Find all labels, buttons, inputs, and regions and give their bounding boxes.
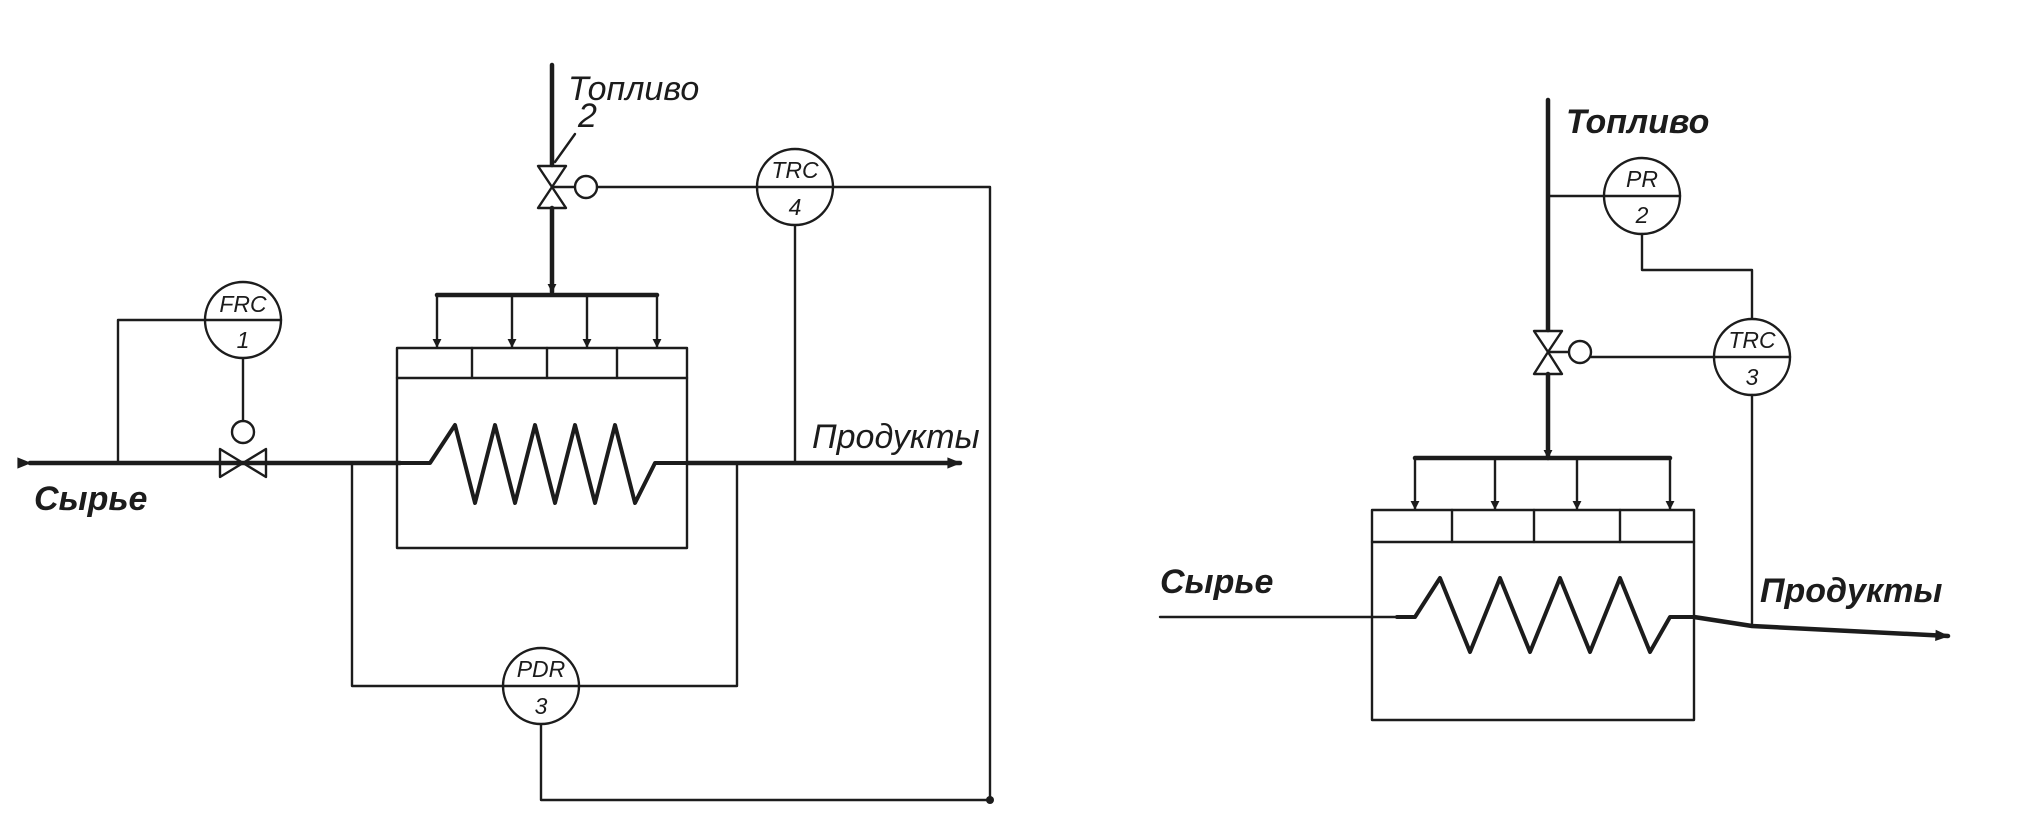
frc-signal-line bbox=[116, 318, 207, 465]
pdr-outlet-tap bbox=[577, 461, 739, 688]
pdr-inlet-tap bbox=[350, 461, 505, 688]
instrument-pr-tag: PR bbox=[1626, 166, 1658, 192]
instrument-pdr: PDR 3 bbox=[501, 646, 581, 726]
instrument-pdr-number: 3 bbox=[535, 693, 548, 719]
instrument-trc-left-number: 4 bbox=[789, 194, 802, 220]
furnace-left bbox=[395, 346, 689, 550]
fuel-valve-number: 2 bbox=[577, 97, 597, 135]
fuel-control-valve-right bbox=[1532, 329, 1593, 376]
instrument-trc-left: TRC 4 bbox=[755, 147, 835, 227]
feed-control-valve bbox=[218, 447, 268, 479]
frc-valve-actuator bbox=[230, 419, 256, 445]
instrument-trc-left-tag: TRC bbox=[771, 157, 819, 183]
instrument-trc-right-number: 3 bbox=[1746, 364, 1759, 390]
furnace-right bbox=[1370, 508, 1696, 722]
furnace-coil-left bbox=[398, 423, 689, 505]
instrument-pr: PR 2 bbox=[1602, 156, 1682, 236]
product-label-left: Продукты bbox=[812, 418, 980, 456]
fuel-header-right bbox=[1410, 455, 1675, 511]
signal-junction bbox=[986, 796, 994, 804]
instrument-pdr-tag: PDR bbox=[517, 656, 566, 682]
pr-to-trc-line bbox=[1640, 232, 1754, 321]
scheme-right: Сырье Топливо bbox=[1158, 97, 1951, 722]
instrument-frc-tag: FRC bbox=[219, 291, 267, 317]
product-line-right bbox=[1691, 614, 1951, 641]
feed-label: Сырье bbox=[34, 480, 147, 518]
fuel-control-valve-left bbox=[536, 164, 599, 210]
instrument-pr-number: 2 bbox=[1635, 202, 1649, 228]
instrument-trc-right: TRC 3 bbox=[1712, 317, 1792, 397]
instrument-frc-number: 1 bbox=[237, 327, 250, 353]
fuel-valve-actuator-right bbox=[1567, 339, 1593, 365]
pdr-signal-line bbox=[539, 722, 992, 802]
furnace-coil-right bbox=[1395, 576, 1696, 654]
product-label-right: Продукты bbox=[1760, 572, 1942, 610]
fuel-valve-actuator-left bbox=[573, 174, 599, 200]
feed-label-right: Сырье bbox=[1160, 563, 1273, 601]
instrument-frc: FRC 1 bbox=[203, 280, 283, 360]
fuel-label-right: Топливо bbox=[1566, 103, 1709, 141]
instrument-trc-right-tag: TRC bbox=[1728, 327, 1776, 353]
valve-number-leader bbox=[553, 132, 577, 164]
scheme-left: Сырье FRC 1 bbox=[17, 62, 994, 804]
fuel-header-left bbox=[432, 292, 662, 349]
fuel-label-left: Топливо bbox=[568, 70, 699, 108]
trc-signal-to-return bbox=[831, 185, 992, 802]
